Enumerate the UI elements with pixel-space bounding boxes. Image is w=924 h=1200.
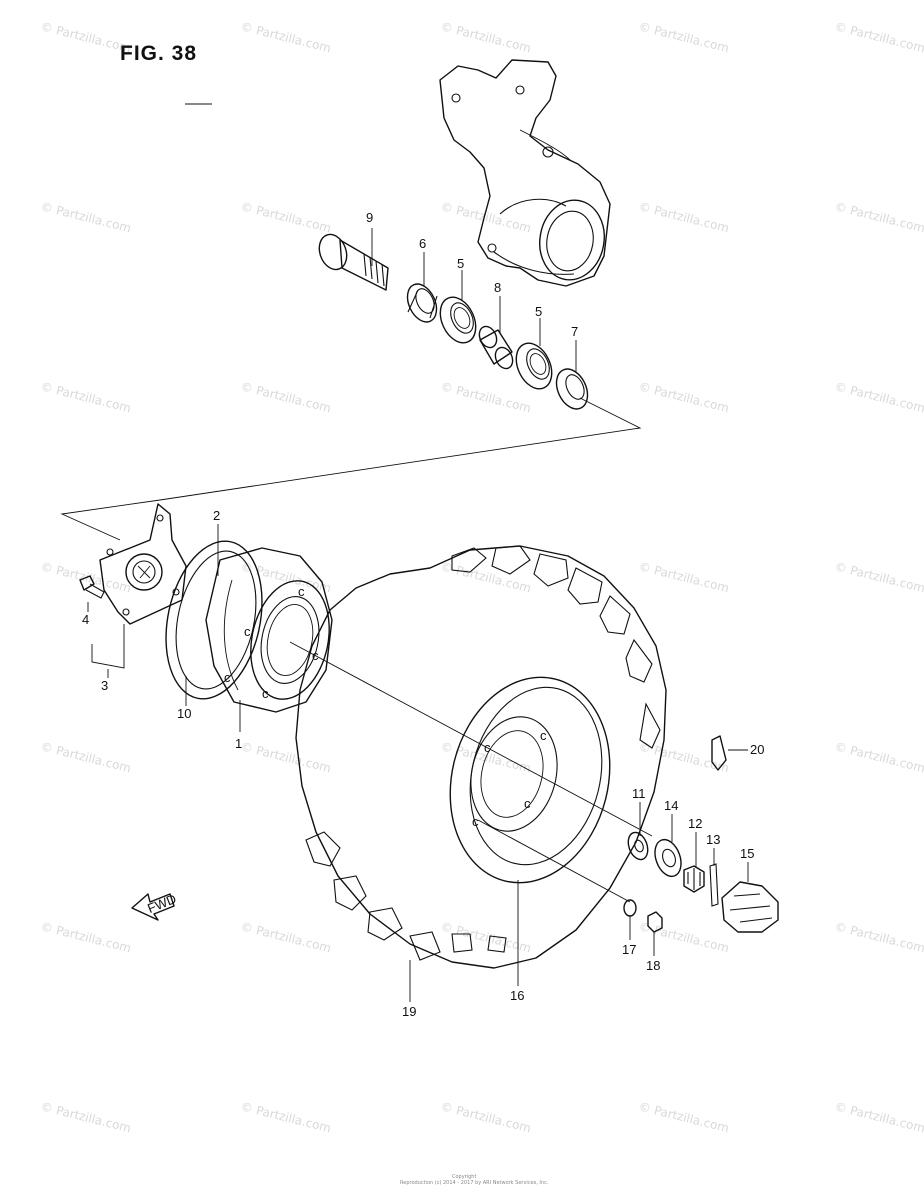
leader-lines — [87, 228, 749, 1002]
svg-text:FWD: FWD — [145, 891, 178, 916]
callout-16: 16 — [510, 988, 524, 1003]
watermark-text: © Partzilla.com — [637, 1099, 730, 1135]
watermark-text: © Partzilla.com — [39, 19, 132, 55]
watermark-text: © Partzilla.com — [39, 1099, 132, 1135]
bolt-4-drawing — [79, 575, 105, 599]
washer-17-drawing — [623, 899, 637, 917]
watermark-text: © Partzilla.com — [833, 199, 924, 235]
spindle-drawing — [318, 233, 389, 291]
stud-centerline — [477, 819, 631, 903]
callout-11: 11 — [632, 786, 646, 801]
callout-7: 7 — [571, 324, 578, 339]
valve-20-drawing — [711, 735, 727, 771]
callout-8: 8 — [494, 280, 501, 295]
watermark-text: © Partzilla.com — [833, 19, 924, 55]
svg-text:c: c — [224, 670, 231, 685]
watermark-text: © Partzilla.com — [239, 19, 332, 55]
watermark-text: © Partzilla.com — [439, 19, 532, 55]
washer-11-drawing — [627, 831, 649, 861]
watermark-text: © Partzilla.com — [239, 739, 332, 775]
watermark-text: © Partzilla.com — [833, 739, 924, 775]
callout-15: 15 — [740, 846, 754, 861]
oil-seal-7-drawing — [555, 368, 589, 410]
oil-seal-6-drawing — [406, 283, 438, 323]
axle-centerline — [289, 641, 653, 837]
svg-text:c: c — [262, 686, 269, 701]
watermark-text: © Partzilla.com — [439, 199, 532, 235]
svg-text:c: c — [524, 796, 531, 811]
watermark-text: © Partzilla.com — [833, 559, 924, 595]
watermark-text: © Partzilla.com — [439, 559, 532, 595]
callout-5b: 5 — [535, 304, 542, 319]
watermark-text: © Partzilla.com — [637, 379, 730, 415]
callout-1: 1 — [235, 736, 242, 751]
fwd-arrow-icon: FWD — [131, 891, 178, 921]
rim-drawing: c c c c — [449, 676, 611, 884]
watermark-text: © Partzilla.com — [637, 199, 730, 235]
svg-text:c: c — [472, 814, 479, 829]
callout-labels: 9 6 5 8 5 7 2 4 3 10 1 20 11 14 12 13 15… — [82, 210, 764, 1019]
callout-14: 14 — [664, 798, 678, 813]
footer-copyright: Copyright — [452, 1174, 476, 1180]
cotter-pin-13-drawing — [709, 863, 719, 907]
callout-12: 12 — [688, 816, 702, 831]
callout-4: 4 — [82, 612, 89, 627]
svg-text:c: c — [540, 728, 547, 743]
watermark-text: © Partzilla.com — [637, 559, 730, 595]
watermark-text: © Partzilla.com — [833, 379, 924, 415]
watermark-text: © Partzilla.com — [637, 739, 730, 775]
svg-text:c: c — [298, 584, 305, 599]
callout-6: 6 — [419, 236, 426, 251]
spacer-8-drawing — [478, 325, 514, 370]
washer-14-drawing — [654, 838, 682, 878]
hub-cap-15-drawing — [721, 881, 779, 933]
brake-drum-drawing: c c c c c — [205, 547, 333, 713]
watermark-text: © Partzilla.com — [637, 19, 730, 55]
watermark-text: © Partzilla.com — [833, 1099, 924, 1135]
svg-text:c: c — [244, 624, 251, 639]
disc-hub-drawing — [99, 503, 187, 625]
callout-9: 9 — [366, 210, 373, 225]
watermark-text: © Partzilla.com — [239, 1099, 332, 1135]
watermark-text: © Partzilla.com — [39, 199, 132, 235]
watermark-text: © Partzilla.com — [239, 919, 332, 955]
nut-18-drawing — [647, 911, 663, 933]
watermark-text: © Partzilla.com — [39, 739, 132, 775]
callout-18: 18 — [646, 958, 660, 973]
watermark-text: © Partzilla.com — [637, 919, 730, 955]
footer-reproduction: Reproduction (c) 2014 - 2017 by ARI Netw… — [400, 1180, 549, 1186]
bearing-5a-drawing — [439, 296, 477, 344]
callout-19: 19 — [402, 1004, 416, 1019]
callout-13: 13 — [706, 832, 720, 847]
callout-5a: 5 — [457, 256, 464, 271]
watermark-text: © Partzilla.com — [833, 919, 924, 955]
callout-10: 10 — [177, 706, 191, 721]
nut-12-drawing — [683, 865, 705, 893]
callout-20: 20 — [750, 742, 764, 757]
watermark-text: © Partzilla.com — [39, 919, 132, 955]
callout-2: 2 — [213, 508, 220, 523]
assembly-line — [60, 397, 642, 541]
bracket-3-4 — [91, 624, 125, 669]
knuckle-drawing — [439, 59, 611, 287]
tire-drawing — [295, 545, 667, 969]
watermark-text: © Partzilla.com — [239, 379, 332, 415]
callout-17: 17 — [622, 942, 636, 957]
callout-3: 3 — [101, 678, 108, 693]
watermark-layer: © Partzilla.com © Partzilla.com © Partzill… — [39, 19, 924, 1135]
figure-title: FIG. 38 — [120, 42, 197, 65]
bearing-5b-drawing — [515, 342, 553, 390]
watermark-text: © Partzilla.com — [239, 199, 332, 235]
watermark-text: © Partzilla.com — [439, 1099, 532, 1135]
watermark-text: © Partzilla.com — [439, 379, 532, 415]
watermark-text: © Partzilla.com — [39, 379, 132, 415]
